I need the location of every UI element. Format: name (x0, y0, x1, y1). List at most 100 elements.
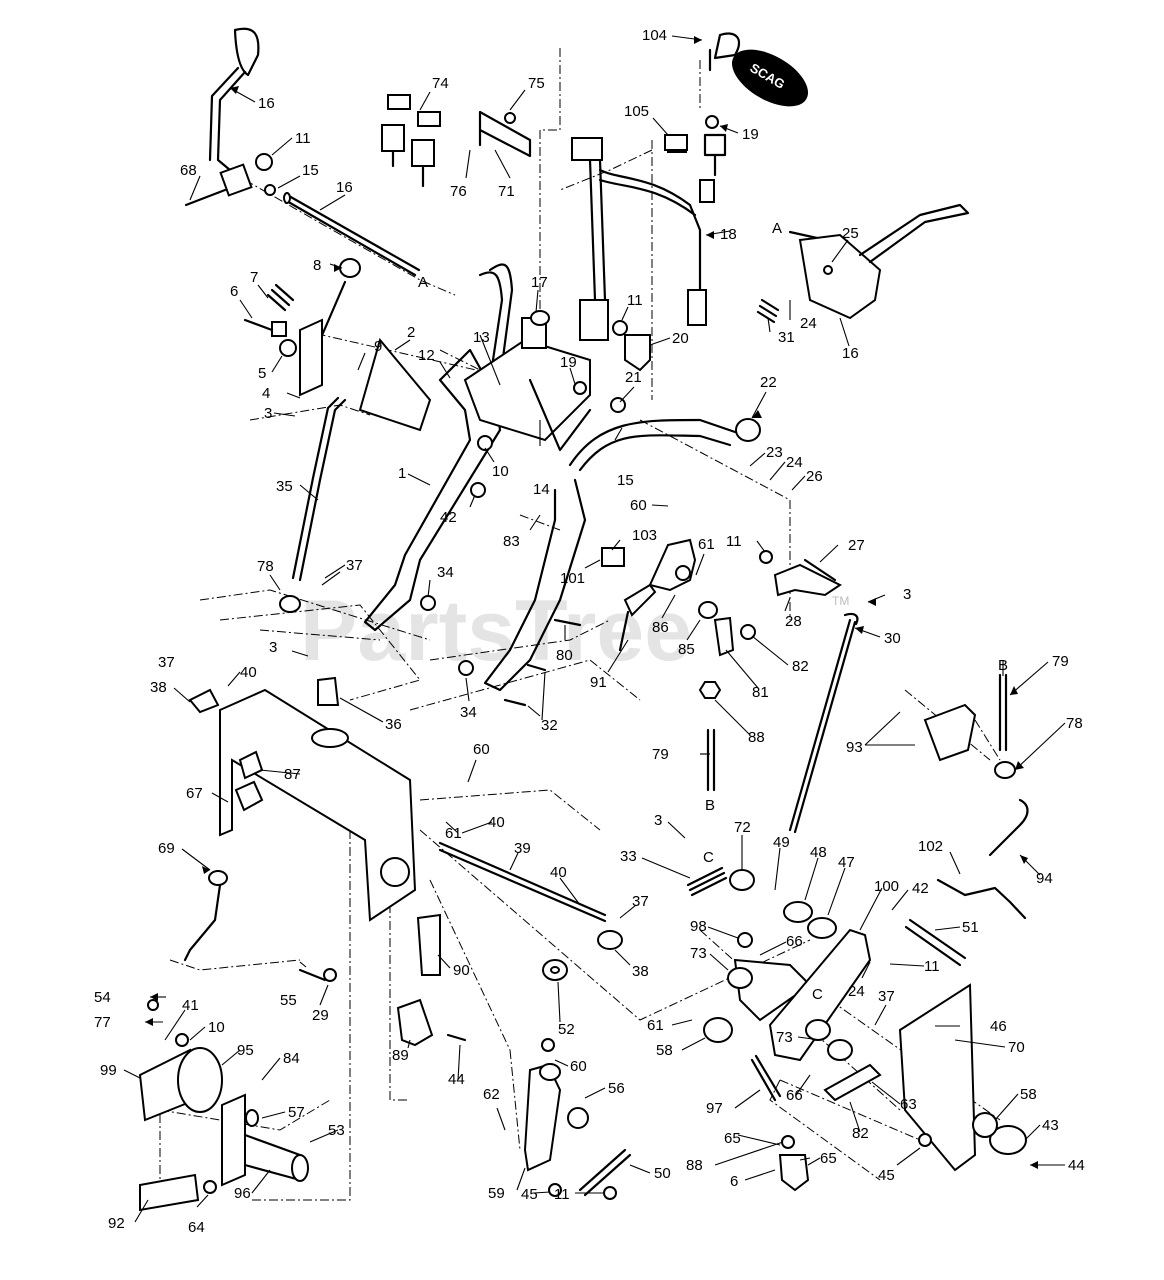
callout-38b: 38 (632, 963, 649, 980)
callout-16c: 16 (842, 345, 859, 362)
callout-18: 18 (720, 226, 737, 243)
callout-79b: 79 (652, 746, 669, 763)
callout-58b: 58 (1020, 1086, 1037, 1103)
callout-94: 94 (1036, 870, 1053, 887)
callout-41: 41 (182, 997, 199, 1014)
callout-letter-c-lower: C (812, 986, 823, 1003)
callout-24c: 24 (848, 983, 865, 1000)
callout-88b: 88 (686, 1157, 703, 1174)
callout-97: 97 (706, 1100, 723, 1117)
callout-60: 60 (630, 497, 647, 514)
callout-34: 34 (437, 564, 454, 581)
callout-82: 82 (792, 658, 809, 675)
callout-86: 86 (652, 619, 669, 636)
callout-leaders (123, 35, 1066, 1223)
callout-46: 46 (990, 1018, 1007, 1035)
callout-61: 61 (698, 536, 715, 553)
callout-25: 25 (842, 225, 859, 242)
callout-20: 20 (672, 330, 689, 347)
callout-84: 84 (283, 1050, 300, 1067)
callout-77: 77 (94, 1014, 111, 1031)
callout-3c: 3 (269, 639, 277, 656)
callout-75: 75 (528, 75, 545, 92)
callout-37: 37 (346, 557, 363, 574)
callout-83: 83 (503, 533, 520, 550)
callout-81: 81 (752, 684, 769, 701)
callout-14: 14 (533, 481, 550, 498)
callout-16b: 16 (336, 179, 353, 196)
callout-51: 51 (962, 919, 979, 936)
callout-letter-b-left: B (705, 797, 715, 814)
callout-13: 13 (473, 329, 490, 346)
callout-57: 57 (288, 1104, 305, 1121)
callout-labels: 104 74 75 105 19 16 11 68 15 16 76 71 18… (94, 27, 1085, 1236)
callout-17: 17 (531, 274, 548, 291)
callout-78b: 78 (1066, 715, 1083, 732)
callout-7: 7 (250, 269, 258, 286)
callout-45: 45 (521, 1186, 538, 1203)
callout-39: 39 (514, 840, 531, 857)
callout-1: 1 (398, 465, 406, 482)
callout-56: 56 (608, 1080, 625, 1097)
callout-90: 90 (453, 962, 470, 979)
callout-99: 99 (100, 1062, 117, 1079)
callout-55: 55 (280, 992, 297, 1009)
callout-letter-c-upper: C (703, 849, 714, 866)
callout-102: 102 (918, 838, 943, 855)
callout-28: 28 (785, 613, 802, 630)
callout-letter-a-left: A (418, 274, 428, 291)
callout-38: 38 (150, 679, 167, 696)
callout-10b: 10 (208, 1019, 225, 1036)
callout-76: 76 (450, 183, 467, 200)
callout-32: 32 (541, 717, 558, 734)
callout-45b: 45 (878, 1167, 895, 1184)
callout-87: 87 (284, 766, 301, 783)
callout-80: 80 (556, 647, 573, 664)
callout-58: 58 (656, 1042, 673, 1059)
callout-37b: 37 (158, 654, 175, 671)
callout-24: 24 (800, 315, 817, 332)
callout-74: 74 (432, 75, 449, 92)
callout-48: 48 (810, 844, 827, 861)
callout-103: 103 (632, 527, 657, 544)
callout-30: 30 (884, 630, 901, 647)
callout-101: 101 (560, 570, 585, 587)
callout-89: 89 (392, 1047, 409, 1064)
callout-9: 9 (374, 338, 382, 355)
callout-59: 59 (488, 1185, 505, 1202)
callout-31: 31 (778, 329, 795, 346)
callout-19: 19 (742, 126, 759, 143)
callout-91: 91 (590, 674, 607, 691)
callout-47: 47 (838, 854, 855, 871)
callout-54: 54 (94, 989, 111, 1006)
callout-8: 8 (313, 257, 321, 274)
callout-23: 23 (766, 444, 783, 461)
callout-85: 85 (678, 641, 695, 658)
callout-12: 12 (418, 347, 435, 364)
callout-52: 52 (558, 1021, 575, 1038)
callout-49: 49 (773, 834, 790, 851)
callout-letter-a-right: A (772, 220, 782, 237)
callout-60b: 60 (473, 741, 490, 758)
callout-19b: 19 (560, 354, 577, 371)
callout-11e: 11 (554, 1186, 570, 1203)
callout-2: 2 (407, 324, 415, 341)
callout-3b: 3 (903, 586, 911, 603)
callout-60c: 60 (570, 1058, 587, 1075)
callout-61c: 61 (647, 1017, 664, 1034)
callout-67: 67 (186, 785, 203, 802)
callout-100: 100 (874, 878, 899, 895)
callout-61b: 61 (445, 825, 462, 842)
callout-104: 104 (642, 27, 667, 44)
callout-6b: 6 (730, 1173, 738, 1190)
callout-26: 26 (806, 468, 823, 485)
callout-4: 4 (262, 385, 270, 402)
callout-15: 15 (302, 162, 319, 179)
callout-10: 10 (492, 463, 509, 480)
callout-72: 72 (734, 819, 751, 836)
callout-105: 105 (624, 103, 649, 120)
callout-88: 88 (748, 729, 765, 746)
callout-66b: 66 (786, 1087, 803, 1104)
callout-15b: 15 (617, 472, 634, 489)
